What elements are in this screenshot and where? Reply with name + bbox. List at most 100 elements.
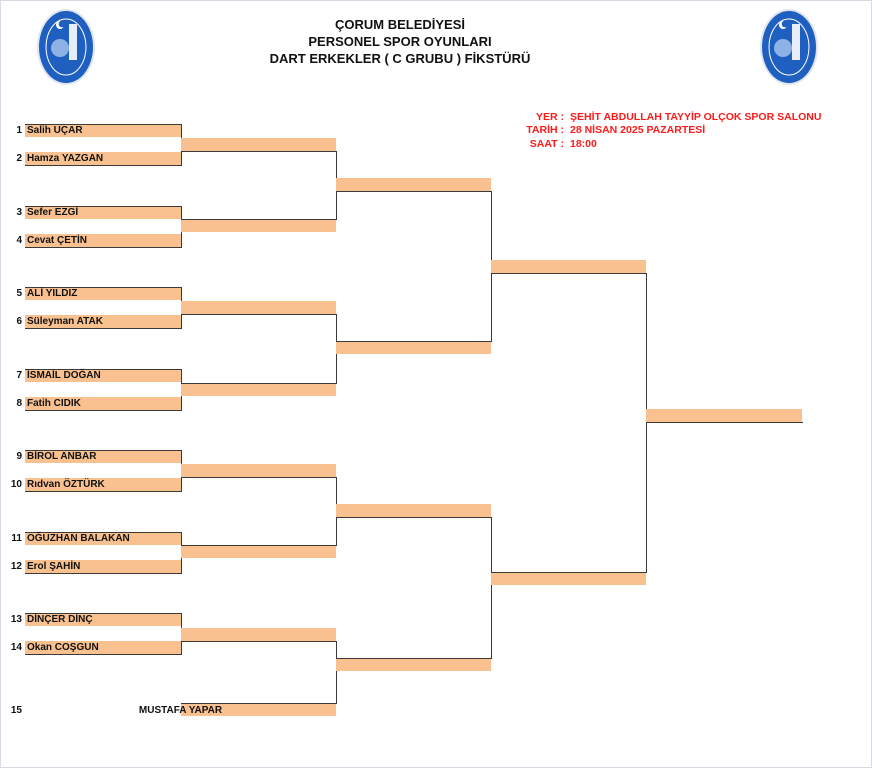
time-label: SAAT : xyxy=(529,138,564,150)
seed-number: 10 xyxy=(10,479,22,490)
player-name[interactable]: OĞUZHAN BALAKAN xyxy=(27,533,130,544)
round2-match-line xyxy=(181,703,337,704)
seed-number: 6 xyxy=(16,316,22,327)
round1-match-line xyxy=(25,654,182,655)
seed-number: 4 xyxy=(16,235,22,246)
round1-match-slot-top xyxy=(25,287,181,300)
round2-match-line xyxy=(181,477,337,478)
round2-match-slot-bottom xyxy=(181,545,336,558)
round2-match-slot-bottom xyxy=(181,219,336,232)
round2-match-slot-top xyxy=(181,628,336,641)
round1-match-line xyxy=(25,613,182,614)
player-name[interactable]: MUSTAFA YAPAR xyxy=(138,705,223,716)
final-line xyxy=(646,422,803,423)
player-name[interactable]: Okan COŞGUN xyxy=(27,642,99,653)
seed-number: 12 xyxy=(10,561,22,572)
corum-belediyesi-logo-left xyxy=(37,9,95,85)
round3-match-line xyxy=(491,517,492,659)
round3-match-slot-bottom xyxy=(336,341,491,354)
round2-match-line xyxy=(181,383,337,384)
round1-match-line xyxy=(25,369,182,370)
player-name[interactable]: Cevat ÇETİN xyxy=(27,235,88,246)
round3-match-slot-top xyxy=(336,504,491,517)
round4-match-slot-bottom xyxy=(491,572,646,585)
round2-match-slot-top xyxy=(181,464,336,477)
round2-match-slot-top xyxy=(181,301,336,314)
player-name[interactable]: Sefer EZGİ xyxy=(27,207,79,218)
round1-match-slot-top xyxy=(25,532,181,545)
seed-number: 15 xyxy=(10,705,22,716)
title-fixture: DART ERKEKLER ( C GRUBU ) FİKSTÜRÜ xyxy=(269,51,531,66)
round1-match-line xyxy=(25,328,182,329)
corum-belediyesi-logo-right xyxy=(760,9,818,85)
round2-match-slot-bottom xyxy=(181,383,336,396)
round1-match-slot-bottom xyxy=(25,152,181,165)
seed-number: 8 xyxy=(16,398,22,409)
round1-match-line xyxy=(25,410,182,411)
round3-match-line xyxy=(336,658,492,659)
round2-match-line xyxy=(181,545,337,546)
title-games: PERSONEL SPOR OYUNLARI xyxy=(308,34,492,49)
round1-match-slot-bottom xyxy=(25,478,181,491)
seed-number: 14 xyxy=(10,642,22,653)
round1-match-line xyxy=(25,165,182,166)
title-municipality: ÇORUM BELEDİYESİ xyxy=(334,17,465,32)
round1-match-line xyxy=(25,287,182,288)
round2-match-line xyxy=(181,314,337,315)
round1-match-line xyxy=(25,247,182,248)
round1-match-slot-bottom xyxy=(25,397,181,410)
round1-match-line xyxy=(25,532,182,533)
final-slot xyxy=(646,409,802,422)
player-name[interactable]: Erol ŞAHİN xyxy=(27,561,81,572)
round1-match-slot-top xyxy=(25,450,181,463)
player-name[interactable]: Fatih CIDIK xyxy=(27,398,81,409)
round1-match-slot-top xyxy=(25,206,181,219)
player-name[interactable]: DİNÇER DİNÇ xyxy=(27,614,93,625)
round1-match-slot-bottom xyxy=(25,641,181,654)
date-label: TARİH : xyxy=(526,124,564,136)
player-name[interactable]: Rıdvan ÖZTÜRK xyxy=(27,479,105,490)
date-value: 28 NİSAN 2025 PAZARTESİ xyxy=(570,124,706,136)
round2-match-slot-top xyxy=(181,138,336,151)
round3-match-line xyxy=(336,517,492,518)
round3-match-slot-top xyxy=(336,178,491,191)
seed-number: 5 xyxy=(16,288,22,299)
player-name[interactable]: İSMAİL DOĞAN xyxy=(27,370,101,381)
round3-match-line xyxy=(336,191,492,192)
seed-number: 2 xyxy=(16,153,22,164)
place-value: ŞEHİT ABDULLAH TAYYİP OLÇOK SPOR SALONU xyxy=(570,111,822,123)
info-date: TARİH : 28 NİSAN 2025 PAZARTESİ xyxy=(498,124,705,136)
player-name[interactable]: ALİ YILDIZ xyxy=(27,288,78,299)
seed-number: 13 xyxy=(10,614,22,625)
player-name[interactable]: BİROL ANBAR xyxy=(27,451,97,462)
seed-number: 7 xyxy=(16,370,22,381)
round1-match-slot-top xyxy=(25,124,181,137)
round1-match-slot-top xyxy=(25,369,181,382)
player-name[interactable]: Süleyman ATAK xyxy=(27,316,103,327)
round1-match-line xyxy=(25,124,182,125)
round1-match-slot-bottom xyxy=(25,234,181,247)
round4-match-line xyxy=(646,273,647,573)
player-name[interactable]: Hamza YAZGAN xyxy=(27,153,104,164)
round2-match-line xyxy=(181,641,337,642)
round1-match-slot-bottom xyxy=(25,315,181,328)
round1-match-slot-bottom xyxy=(25,560,181,573)
round3-match-slot-bottom xyxy=(336,658,491,671)
info-time: SAAT : 18:00 xyxy=(498,138,597,150)
round1-match-line xyxy=(25,450,182,451)
place-label: YER : xyxy=(535,111,564,123)
player-name[interactable]: Salih UÇAR xyxy=(27,125,83,136)
info-place: YER : ŞEHİT ABDULLAH TAYYİP OLÇOK SPOR SA… xyxy=(498,111,821,123)
round1-match-line xyxy=(25,491,182,492)
time-value: 18:00 xyxy=(570,138,597,150)
round4-match-line xyxy=(491,273,647,274)
round1-match-slot-top xyxy=(25,613,181,626)
round2-match-line xyxy=(181,151,337,152)
round4-match-line xyxy=(491,572,647,573)
seed-number: 9 xyxy=(16,451,22,462)
seed-number: 11 xyxy=(11,533,22,544)
round2-match-slot-bottom xyxy=(181,703,336,716)
round2-match-line xyxy=(336,641,337,704)
round2-match-line xyxy=(181,219,337,220)
round1-match-line xyxy=(25,206,182,207)
